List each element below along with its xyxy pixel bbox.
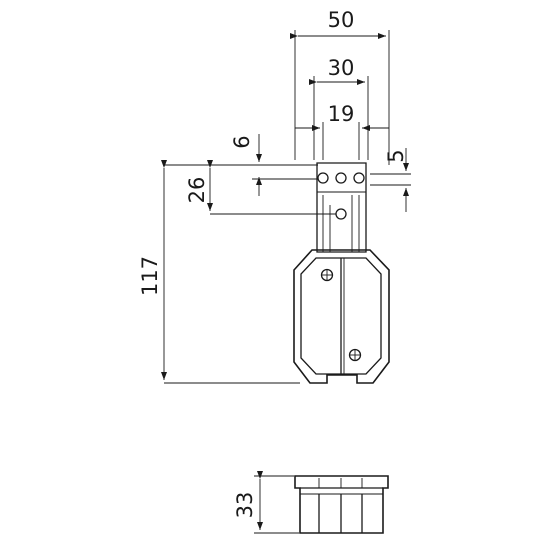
side-view-body: [294, 475, 389, 534]
dimension-overall-width: 50: [290, 8, 390, 165]
dimension-label-26: 26: [185, 177, 209, 204]
dimension-overall-height: 117: [138, 160, 300, 384]
screw-icon: [348, 348, 362, 362]
mounting-hole: [317, 172, 329, 184]
dimension-label-50: 50: [328, 8, 355, 32]
dimension-hole-outer-span: 30: [309, 56, 369, 160]
dimension-label-33: 33: [233, 492, 257, 519]
dimension-label-117: 117: [138, 256, 162, 296]
mounting-hole: [353, 172, 365, 184]
screw-icon: [320, 268, 334, 282]
mounting-hole: [335, 208, 347, 220]
lamp-side-view: [294, 475, 389, 534]
mounting-bracket: [316, 162, 367, 253]
dimension-label-6: 6: [230, 135, 254, 148]
side-view-edge: [318, 478, 363, 488]
dimension-hole-inner-span: 19: [295, 102, 389, 160]
dimension-label-30: 30: [328, 56, 355, 80]
dimension-label-5: 5: [384, 149, 408, 162]
dimension-hole-offset: 6: [230, 134, 262, 196]
lens-inner: [300, 257, 382, 375]
dimension-hole-vertical-spacing: 26: [164, 160, 336, 215]
dimension-hole-diameter: 5: [370, 148, 411, 212]
mounting-hole: [335, 172, 347, 184]
dimension-depth: 33: [233, 471, 299, 534]
lamp-front-view: [293, 162, 390, 384]
housing-outer: [293, 249, 390, 384]
dimension-label-19: 19: [328, 102, 355, 126]
